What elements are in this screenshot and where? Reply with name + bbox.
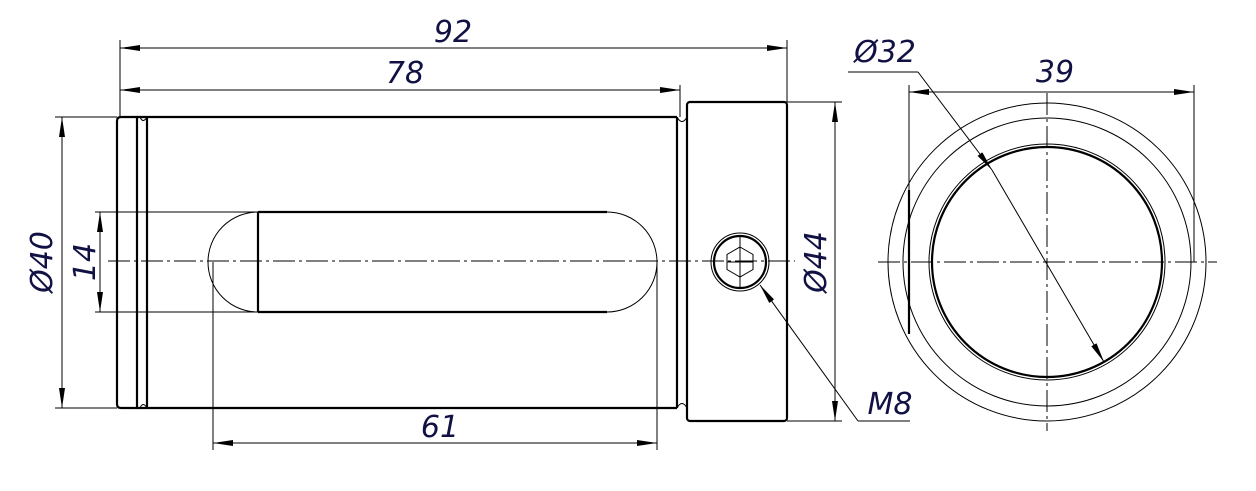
slot-right-arc — [606, 211, 658, 313]
dim-14: 14 — [68, 243, 103, 281]
dim-92: 92 — [434, 15, 472, 50]
dim-78: 78 — [386, 56, 424, 91]
left-collar — [115, 115, 139, 410]
slot-left-arc — [207, 211, 259, 313]
dim-61: 61 — [421, 410, 459, 445]
dim-d32: Ø32 — [852, 35, 916, 70]
end-view: 39 Ø32 — [848, 35, 1217, 431]
dim-d44: Ø44 — [799, 231, 834, 295]
dim-d40: Ø40 — [25, 231, 60, 295]
set-screw-icon — [710, 232, 770, 292]
side-dimensions: 92 78 61 Ø40 14 Ø44 M8 — [25, 15, 912, 450]
d32-leader — [917, 71, 993, 171]
dim-39: 39 — [1036, 55, 1074, 90]
side-view — [108, 100, 795, 423]
dim-m8: M8 — [868, 387, 913, 422]
m8-leader — [759, 284, 859, 422]
right-groove — [676, 116, 688, 409]
